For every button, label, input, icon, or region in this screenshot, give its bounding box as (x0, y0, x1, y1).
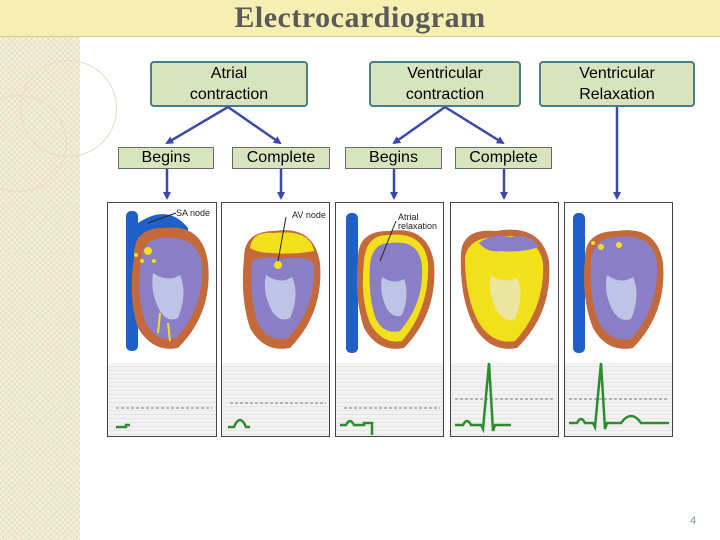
step-box-ventricular-begins: Begins (345, 147, 442, 169)
phase-box-atrial-contraction: Atrial contraction (150, 61, 308, 107)
heart-panel-4 (450, 202, 559, 437)
phase-box-ventricular-contraction: Ventricular contraction (369, 61, 521, 107)
heart-illustration (228, 216, 326, 429)
page-title: Electrocardiogram (234, 1, 486, 34)
arrow-ventricular-to-complete (444, 105, 505, 145)
arrow-ventricular-to-begins (392, 105, 446, 145)
ecg-trace (116, 423, 130, 429)
ecg-trace (455, 362, 511, 434)
arrow-atrial-to-begins (165, 105, 229, 145)
ecg-trace (569, 362, 669, 432)
step-box-atrial-complete: Complete (232, 147, 330, 169)
page-number: 4 (690, 515, 697, 527)
heart-illustration (455, 229, 555, 434)
annotation-label: AV node (292, 210, 326, 220)
step-box-atrial-begins: Begins (118, 147, 214, 169)
title-bar: Electrocardiogram (0, 0, 720, 37)
ecg-trace (340, 419, 374, 435)
ecg-grid (222, 363, 329, 436)
heart-illustration (116, 211, 212, 429)
annotation-label: Atrial relaxation (398, 212, 438, 231)
heart-panel-3: Atrial relaxation (335, 202, 444, 437)
heart-panel-1: SA node (107, 202, 217, 437)
heart-panel-2: AV node (221, 202, 330, 437)
arrow-atrial-to-complete (227, 105, 282, 145)
heart-illustration (569, 213, 669, 432)
phase-box-ventricular-relaxation: Ventricular Relaxation (539, 61, 695, 107)
ecg-trace (228, 418, 250, 429)
heart-illustration (340, 213, 440, 435)
heart-panel-5 (564, 202, 673, 437)
step-box-ventricular-complete: Complete (455, 147, 552, 169)
annotation-label: SA node (176, 208, 211, 218)
